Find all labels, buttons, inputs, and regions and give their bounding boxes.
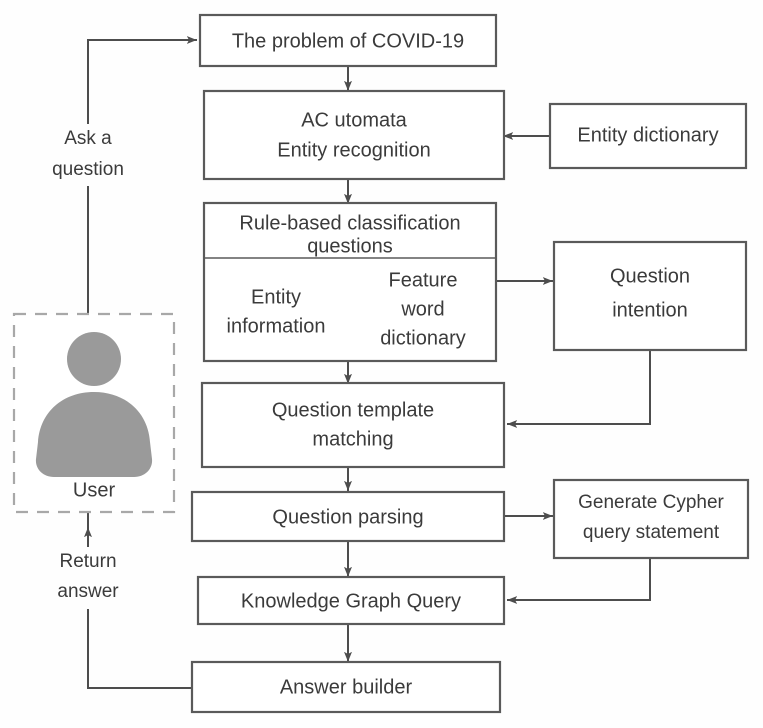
node-entity-dictionary-label: Entity dictionary — [577, 124, 718, 146]
node-feature-word-line3: dictionary — [380, 327, 466, 349]
ask-a-question-line1-top: Ask a — [64, 128, 112, 149]
node-answer-builder-box — [190, 660, 502, 714]
node-rule-based-classification[interactable]: Rule-based classification questions Enti… — [202, 201, 498, 363]
user-avatar-icon — [35, 332, 153, 477]
node-entity-dictionary[interactable]: Entity dictionary — [548, 102, 748, 170]
node-feature-word-line2: word — [400, 298, 444, 320]
node-rule-based-box — [202, 201, 498, 363]
node-question-intention-line2: intention — [612, 299, 688, 321]
node-generate-cypher[interactable]: Generate Cypher query statement — [552, 478, 750, 560]
edge-question-intention-to-template-matching — [507, 349, 651, 428]
node-problem[interactable]: The problem of COVID-19 — [198, 13, 498, 68]
node-user[interactable]: User — [12, 312, 176, 514]
node-answer-builder[interactable]: Answer builder — [190, 660, 502, 714]
node-generate-cypher-line2: query statement — [583, 522, 720, 543]
node-problem-label: The problem of COVID-19 — [232, 30, 464, 52]
node-ac-automata-line1: AC utomata — [301, 109, 407, 131]
node-question-parsing-label: Question parsing — [272, 506, 423, 528]
node-question-template-matching-box — [200, 381, 506, 469]
ask-a-question-line2-top: question — [52, 159, 124, 180]
node-entity-information[interactable]: Entity information — [227, 286, 326, 337]
edge-label-return-answer-text: Return answer — [57, 551, 119, 602]
node-template-matching-line2: matching — [312, 428, 393, 450]
node-knowledge-graph-query[interactable]: Knowledge Graph Query — [196, 575, 506, 626]
return-answer-line1-top: Return — [59, 551, 116, 572]
node-question-parsing-box — [190, 490, 506, 543]
node-answer-builder-label: Answer builder — [280, 676, 413, 698]
node-question-parsing[interactable]: Question parsing — [190, 490, 506, 543]
node-question-intention[interactable]: Question intention — [552, 240, 748, 352]
node-ac-automata-box — [202, 89, 506, 181]
node-feature-word-line1: Feature — [389, 269, 458, 291]
node-ac-automata-line2: Entity recognition — [277, 139, 430, 161]
node-rule-based-line1: Rule-based classification — [239, 212, 460, 234]
ask-label-backdrop — [42, 124, 134, 186]
node-rule-based-line2: questions — [307, 235, 393, 257]
node-generate-cypher-box — [552, 478, 750, 560]
node-entity-information-line1: Entity — [251, 286, 301, 308]
node-problem-box — [198, 13, 498, 68]
node-ac-automata[interactable]: AC utomata Entity recognition — [202, 89, 506, 181]
return-label-backdrop — [42, 547, 134, 609]
node-template-matching-line1: Question template — [272, 399, 434, 421]
node-entity-dictionary-box — [548, 102, 748, 170]
edge-generate-cypher-to-kg-query — [507, 557, 651, 604]
node-feature-word-dictionary[interactable]: Feature word dictionary — [380, 269, 466, 349]
node-question-intention-line1: Question — [610, 265, 690, 287]
node-question-intention-box — [552, 240, 748, 352]
return-answer-line2-top: answer — [57, 581, 119, 602]
node-user-label: User — [73, 479, 116, 501]
node-question-template-matching[interactable]: Question template matching — [200, 381, 506, 469]
edge-label-ask-a-question-text: Ask a question — [52, 128, 124, 180]
node-generate-cypher-line1: Generate Cypher — [578, 492, 724, 513]
node-kg-query-box — [196, 575, 506, 626]
node-entity-information-line2: information — [227, 315, 326, 337]
node-kg-query-label: Knowledge Graph Query — [241, 590, 461, 612]
